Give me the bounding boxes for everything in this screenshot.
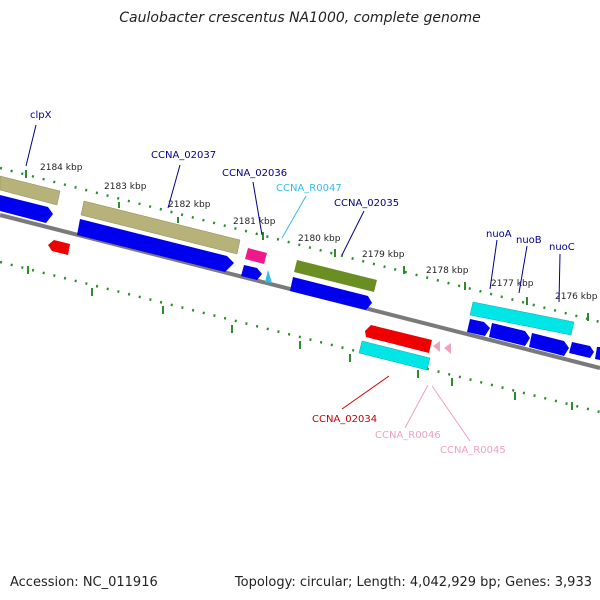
gene-bar-ccna-02034[interactable] <box>358 340 431 371</box>
tick-label-2183: 2183 kbp <box>104 182 147 192</box>
accession-text: Accession: NC_011916 <box>10 575 158 590</box>
rna-arrow-ccna-r0047[interactable] <box>265 270 272 283</box>
gene-label-clpx[interactable]: clpX <box>30 110 52 121</box>
gene-label-nuoc[interactable]: nuoC <box>549 242 575 253</box>
cds-arrow-clpx[interactable] <box>0 195 53 223</box>
gene-bar-olive-left[interactable] <box>0 175 61 206</box>
tick-label-2179: 2179 kbp <box>362 250 405 260</box>
gene-bar-ccna-02035[interactable] <box>294 260 377 292</box>
feature-track-genes-outer <box>0 175 575 336</box>
gene-labels: clpX CCNA_02037 CCNA_02036 CCNA_R0047 CC… <box>30 110 575 456</box>
tick-label-2184: 2184 kbp <box>40 163 83 173</box>
gene-label-ccna-r0045[interactable]: CCNA_R0045 <box>440 445 506 456</box>
gene-label-ccna-02037[interactable]: CCNA_02037 <box>151 150 216 161</box>
rna-arrow-ccna-r0046[interactable] <box>433 341 440 352</box>
gene-label-ccna-02036[interactable]: CCNA_02036 <box>222 168 287 179</box>
gene-bar-ccna-02036[interactable] <box>245 248 267 264</box>
cds-arrow-ccna-02036[interactable] <box>241 265 262 280</box>
gene-label-ccna-02034[interactable]: CCNA_02034 <box>312 414 377 425</box>
feature-track-reverse <box>48 240 451 371</box>
tick-label-2180: 2180 kbp <box>298 234 341 244</box>
cds-arrow-ccna-02034[interactable] <box>365 325 432 353</box>
outer-tick-ring <box>0 166 600 324</box>
cds-arrow-ccna-02037[interactable] <box>77 219 234 272</box>
tick-label-2178: 2178 kbp <box>426 266 469 276</box>
outer-major-ticks <box>25 170 589 321</box>
cds-arrow-nuoc[interactable] <box>529 333 569 356</box>
tick-label-2176: 2176 kbp <box>555 292 598 302</box>
inner-major-ticks <box>27 266 573 410</box>
label-leader-lines <box>25 124 561 442</box>
gene-bar-nuoa-nuoc[interactable] <box>469 301 575 336</box>
cds-arrow-nuob[interactable] <box>489 323 530 346</box>
genome-summary-text: Topology: circular; Length: 4,042,929 bp… <box>234 575 592 590</box>
gene-label-ccna-02035[interactable]: CCNA_02035 <box>334 198 399 209</box>
cds-arrow-red-left[interactable] <box>48 240 70 255</box>
cds-arrow-ccna-02035[interactable] <box>290 277 372 310</box>
tick-labels: 2184 kbp 2183 kbp 2182 kbp 2181 kbp 2180… <box>40 163 598 302</box>
cds-arrow-right-1[interactable] <box>569 342 594 358</box>
gene-label-ccna-r0046[interactable]: CCNA_R0046 <box>375 430 441 441</box>
tick-label-2181: 2181 kbp <box>233 217 276 227</box>
gene-bar-ccna-02037[interactable] <box>80 200 241 255</box>
cds-arrow-nuoa[interactable] <box>467 319 490 336</box>
tick-label-2177: 2177 kbp <box>491 279 534 289</box>
cds-arrow-right-2[interactable] <box>595 347 600 360</box>
cds-track-outer <box>0 195 600 360</box>
inner-tick-ring <box>0 260 600 414</box>
gene-label-nuoa[interactable]: nuoA <box>486 229 512 240</box>
genome-title: Caulobacter crescentus NA1000, complete … <box>119 10 481 26</box>
rna-arrow-ccna-r0045[interactable] <box>444 343 451 354</box>
gene-label-nuob[interactable]: nuoB <box>516 235 542 246</box>
gene-label-ccna-r0047[interactable]: CCNA_R0047 <box>276 183 342 194</box>
tick-label-2182: 2182 kbp <box>168 200 211 210</box>
